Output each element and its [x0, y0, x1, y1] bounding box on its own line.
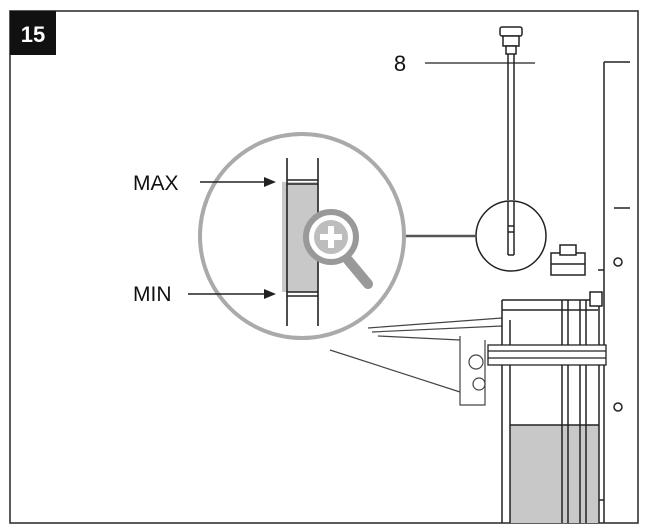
- magnified-view: [198, 132, 406, 340]
- diagram-border: [9, 10, 639, 524]
- callout-number-8: 8: [394, 51, 406, 76]
- side-panel: [598, 61, 630, 523]
- detail-circle: [475, 200, 547, 272]
- reservoir: [487, 244, 607, 523]
- step-number: 15: [21, 22, 45, 47]
- step-badge: 15: [10, 11, 56, 55]
- max-arrow: [200, 177, 276, 187]
- max-label: MAX: [133, 172, 179, 195]
- min-label: MIN: [133, 283, 172, 306]
- mounting-bracket: [329, 317, 503, 406]
- min-arrow: [188, 289, 276, 299]
- magnifier-plus-icon: [303, 209, 373, 289]
- dipstick: [499, 26, 523, 200]
